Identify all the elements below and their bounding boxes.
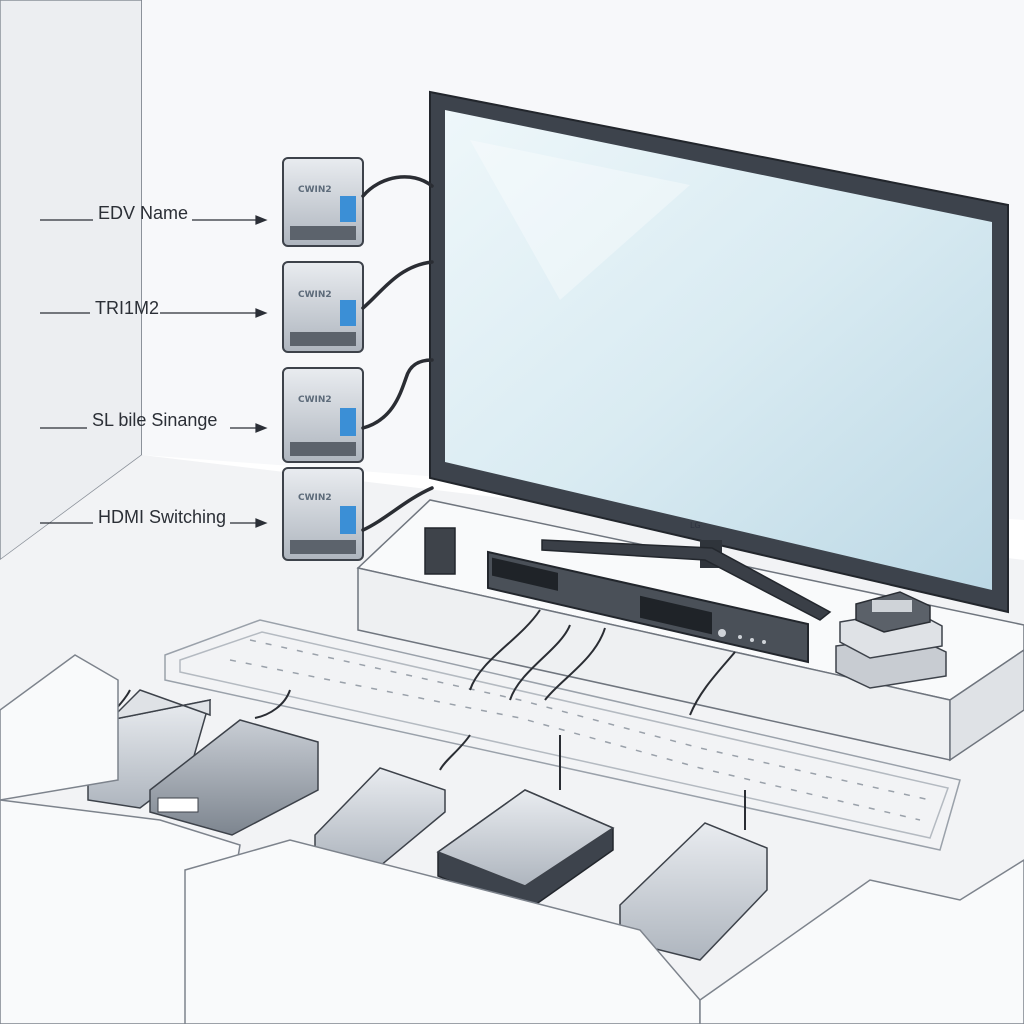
wall-device-1-label: CWIN2 bbox=[298, 185, 332, 195]
receiver-cables bbox=[109, 609, 746, 830]
callout-label-tri1m2: TRI1M2 bbox=[95, 298, 160, 318]
wall-device-1: CWIN2 bbox=[282, 157, 364, 247]
sofa bbox=[0, 654, 1024, 1024]
wall-device-3-label: CWIN2 bbox=[298, 395, 332, 405]
tv-stand-base bbox=[541, 539, 832, 621]
wall-device-4: CWIN2 bbox=[282, 467, 364, 561]
tv-brand-logo: LG bbox=[690, 521, 701, 530]
callout-label-sl-bile-sinange: SL bile Sinange bbox=[92, 410, 218, 430]
wall-device-2: CWIN2 bbox=[282, 261, 364, 353]
floor-device-4 bbox=[436, 789, 615, 913]
callout-label-edv-name: EDV Name bbox=[98, 203, 189, 223]
wall-devices: CWIN2 CWIN2 CWIN2 CWIN2 bbox=[282, 157, 434, 561]
wall-device-2-label: CWIN2 bbox=[298, 290, 332, 300]
tv: LG bbox=[429, 90, 1009, 621]
tv-screen bbox=[445, 110, 992, 590]
router-stack bbox=[835, 591, 947, 689]
floor-devices bbox=[87, 689, 768, 961]
wall-device-3: CWIN2 bbox=[282, 367, 364, 463]
cable-tray bbox=[164, 619, 961, 851]
floor-device-2 bbox=[149, 719, 319, 836]
wall-device-4-label: CWIN2 bbox=[298, 493, 332, 503]
small-speaker bbox=[424, 527, 456, 575]
av-receiver bbox=[487, 550, 809, 664]
wall-device-cables bbox=[361, 175, 434, 532]
callout-lines bbox=[40, 215, 268, 528]
callout-label-hdmi-switching: HDMI Switching bbox=[98, 507, 227, 527]
